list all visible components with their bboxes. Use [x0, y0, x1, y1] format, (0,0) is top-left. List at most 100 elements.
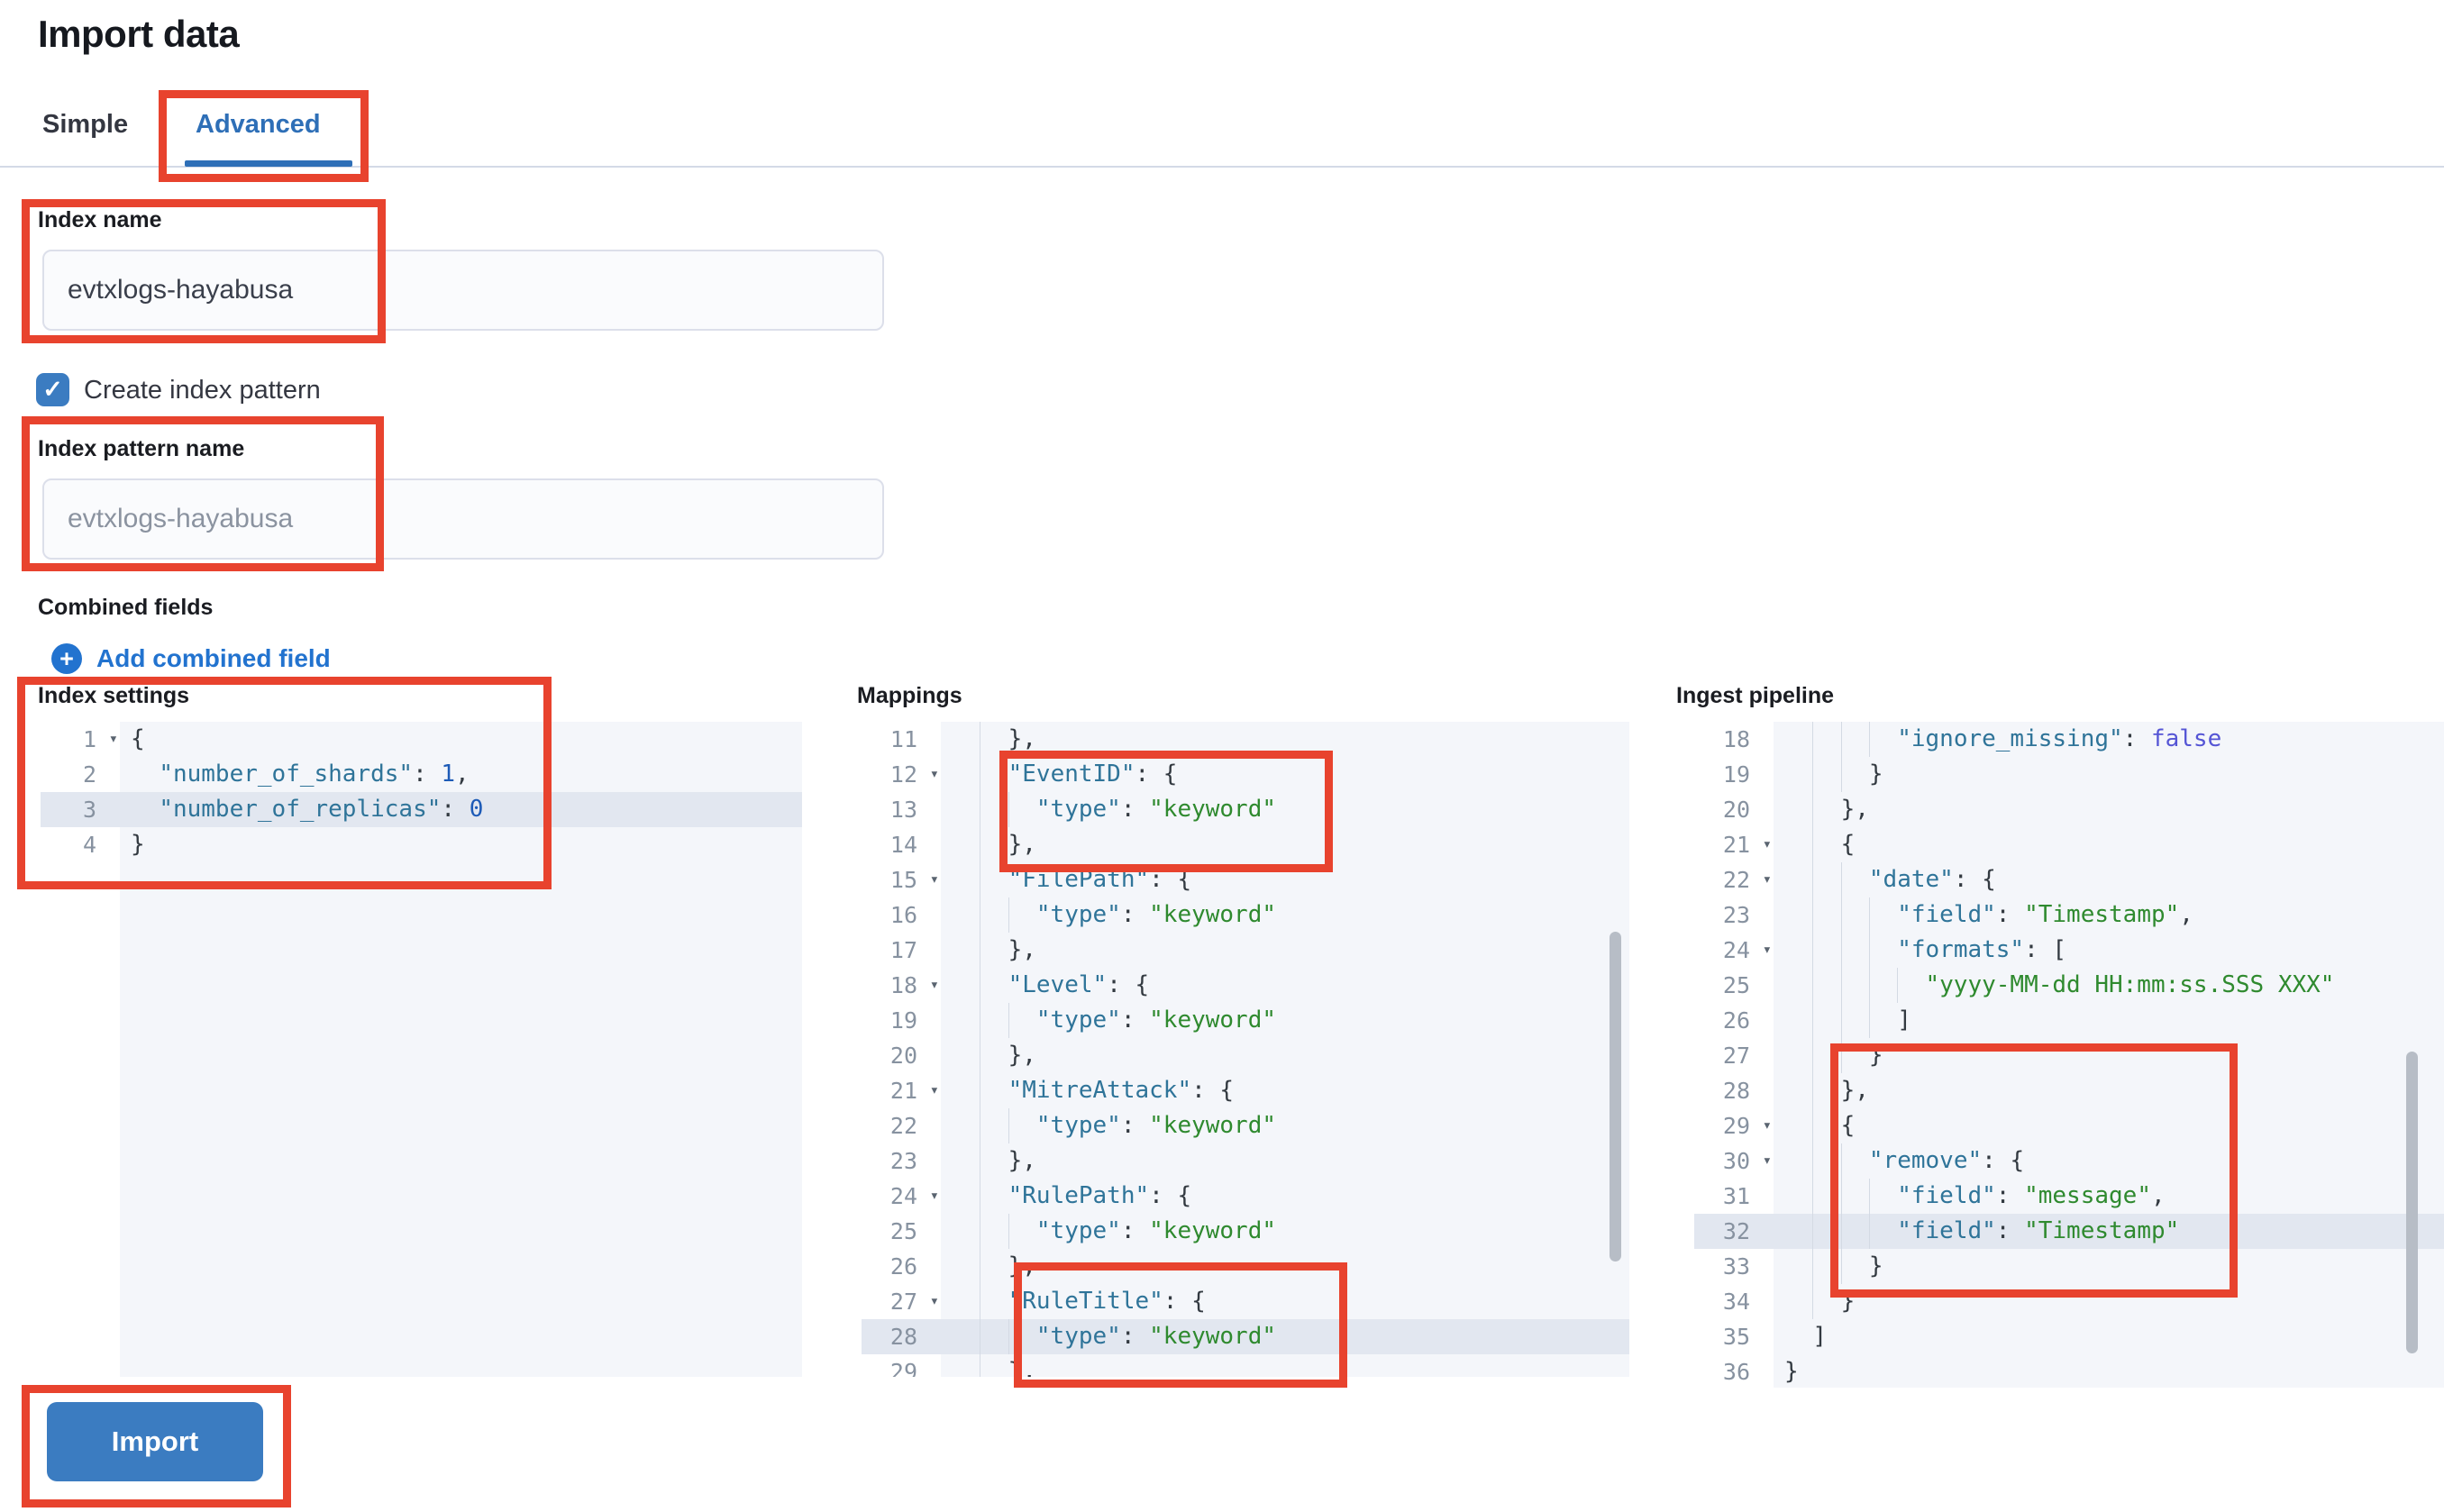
- code-line[interactable]: 20 },: [862, 1038, 1629, 1073]
- fold-arrow-icon[interactable]: ▾: [929, 1081, 939, 1099]
- fold-arrow-icon[interactable]: ▾: [929, 1292, 939, 1310]
- code-line[interactable]: 2 "number_of_shards": 1,: [41, 757, 802, 792]
- code-line[interactable]: 23 "field": "Timestamp",: [1694, 897, 2444, 933]
- code-line[interactable]: 17 },: [862, 933, 1629, 968]
- code-line[interactable]: 24▾ "formats": [: [1694, 933, 2444, 968]
- code-line[interactable]: 11 },: [862, 722, 1629, 757]
- code-line[interactable]: 12▾ "EventID": {: [862, 757, 1629, 792]
- code-text: {: [1774, 827, 2444, 862]
- indent-guide: [1840, 757, 1869, 792]
- code-line[interactable]: 33 }: [1694, 1249, 2444, 1284]
- line-number: 14: [889, 832, 917, 858]
- code-line[interactable]: 20 },: [1694, 792, 2444, 827]
- code-text: }: [1784, 1358, 1799, 1385]
- code-line[interactable]: 18 "ignore_missing": false: [1694, 722, 2444, 757]
- code-line[interactable]: 27 }: [1694, 1038, 2444, 1073]
- create-index-pattern-checkbox[interactable]: ✓: [36, 373, 69, 406]
- code-line[interactable]: 30▾ "remove": {: [1694, 1143, 2444, 1179]
- code-line[interactable]: 27▾ "RuleTitle": {: [862, 1284, 1629, 1319]
- fold-arrow-icon[interactable]: ▾: [108, 730, 118, 748]
- code-line[interactable]: 19 }: [1694, 757, 2444, 792]
- tab-advanced[interactable]: Advanced: [196, 110, 321, 139]
- line-number: 19: [1722, 761, 1750, 788]
- indent-guide: [1008, 897, 1036, 933]
- mappings-label: Mappings: [857, 683, 962, 708]
- import-button[interactable]: Import: [47, 1402, 263, 1481]
- create-index-pattern-label[interactable]: Create index pattern: [84, 376, 321, 405]
- code-line[interactable]: 26 ]: [1694, 1003, 2444, 1038]
- code-text: },: [941, 1354, 1629, 1377]
- code-line[interactable]: 29▾ {: [1694, 1108, 2444, 1143]
- code-line[interactable]: 36}: [1694, 1354, 2444, 1388]
- code-line[interactable]: 1▾{: [41, 722, 802, 757]
- indent-guide: [980, 1003, 1008, 1038]
- mappings-editor[interactable]: 11 },12▾ "EventID": {13 "type": "keyword…: [862, 722, 1629, 1377]
- code-line[interactable]: 21▾ "MitreAttack": {: [862, 1073, 1629, 1108]
- indent-guide: [980, 968, 1008, 1003]
- code-line[interactable]: 28 },: [1694, 1073, 2444, 1108]
- line-number: 20: [1722, 797, 1750, 823]
- fold-arrow-icon[interactable]: ▾: [1762, 1116, 1772, 1134]
- mappings-scrollbar[interactable]: [1610, 932, 1621, 1262]
- line-number: 1▾: [41, 722, 120, 757]
- fold-arrow-icon[interactable]: ▾: [1762, 941, 1772, 959]
- code-line[interactable]: 31 "field": "message",: [1694, 1179, 2444, 1214]
- fold-arrow-icon[interactable]: ▾: [1762, 835, 1772, 853]
- fold-arrow-icon[interactable]: ▾: [929, 976, 939, 994]
- code-text: },: [941, 933, 1629, 968]
- code-line[interactable]: 22▾ "date": {: [1694, 862, 2444, 897]
- code-line[interactable]: 4}: [41, 827, 802, 862]
- code-line[interactable]: 22 "type": "keyword": [862, 1108, 1629, 1143]
- fold-arrow-icon[interactable]: ▾: [1762, 870, 1772, 888]
- fold-arrow-icon[interactable]: ▾: [929, 765, 939, 783]
- code-line[interactable]: 19 "type": "keyword": [862, 1003, 1629, 1038]
- code-line[interactable]: 25 "yyyy-MM-dd HH:mm:ss.SSS XXX": [1694, 968, 2444, 1003]
- index-name-label: Index name: [38, 207, 162, 232]
- code-text: "formats": [: [1774, 933, 2444, 968]
- code-line[interactable]: 24▾ "RulePath": {: [862, 1179, 1629, 1214]
- ingest-pipeline-scrollbar[interactable]: [2406, 1052, 2418, 1353]
- code-line[interactable]: 15▾ "FilePath": {: [862, 862, 1629, 897]
- code-line[interactable]: 29 },: [862, 1354, 1629, 1377]
- code-line[interactable]: 16 "type": "keyword": [862, 897, 1629, 933]
- add-combined-field-link[interactable]: + Add combined field: [51, 643, 331, 674]
- code-line[interactable]: 25 "type": "keyword": [862, 1214, 1629, 1249]
- code-text: "RulePath": {: [941, 1179, 1629, 1214]
- indent-guide: [980, 1179, 1008, 1214]
- indent-guide: [1868, 1179, 1897, 1214]
- line-number: 23: [889, 1148, 917, 1174]
- indent-guide: [1812, 757, 1840, 792]
- code-line[interactable]: 28 "type": "keyword": [862, 1319, 1629, 1354]
- code-line[interactable]: 34 }: [1694, 1284, 2444, 1319]
- index-settings-editor[interactable]: 1▾{2 "number_of_shards": 1,3 "number_of_…: [41, 722, 802, 1377]
- indent-guide: [1812, 1284, 1840, 1319]
- code-text: "Level": {: [941, 968, 1629, 1003]
- code-line[interactable]: 26 },: [862, 1249, 1629, 1284]
- indent-guide: [980, 757, 1008, 792]
- code-text: "type": "keyword": [941, 792, 1629, 827]
- code-line[interactable]: 3 "number_of_replicas": 0: [41, 792, 802, 827]
- fold-arrow-icon[interactable]: ▾: [929, 1187, 939, 1205]
- indent-guide: [980, 1284, 1008, 1319]
- code-text: "number_of_shards": 1,: [159, 761, 470, 788]
- index-name-input[interactable]: [42, 250, 884, 331]
- code-line[interactable]: 18▾ "Level": {: [862, 968, 1629, 1003]
- code-text: "type": "keyword": [941, 1108, 1629, 1143]
- code-line[interactable]: 14 },: [862, 827, 1629, 862]
- fold-arrow-icon[interactable]: ▾: [929, 870, 939, 888]
- line-number: 17: [889, 937, 917, 963]
- code-line[interactable]: 23 },: [862, 1143, 1629, 1179]
- indent-guide: [1812, 1073, 1840, 1108]
- indent-guide: [1840, 1249, 1869, 1284]
- tab-simple[interactable]: Simple: [42, 110, 129, 139]
- fold-arrow-icon[interactable]: ▾: [1762, 1152, 1772, 1170]
- indent-guide: [980, 897, 1008, 933]
- code-line[interactable]: 35 ]: [1694, 1319, 2444, 1354]
- line-number: 16: [889, 902, 917, 928]
- line-number: 27: [1722, 1043, 1750, 1069]
- code-line[interactable]: 13 "type": "keyword": [862, 792, 1629, 827]
- code-line[interactable]: 32 "field": "Timestamp": [1694, 1214, 2444, 1249]
- index-pattern-name-input[interactable]: [42, 478, 884, 560]
- code-line[interactable]: 21▾ {: [1694, 827, 2444, 862]
